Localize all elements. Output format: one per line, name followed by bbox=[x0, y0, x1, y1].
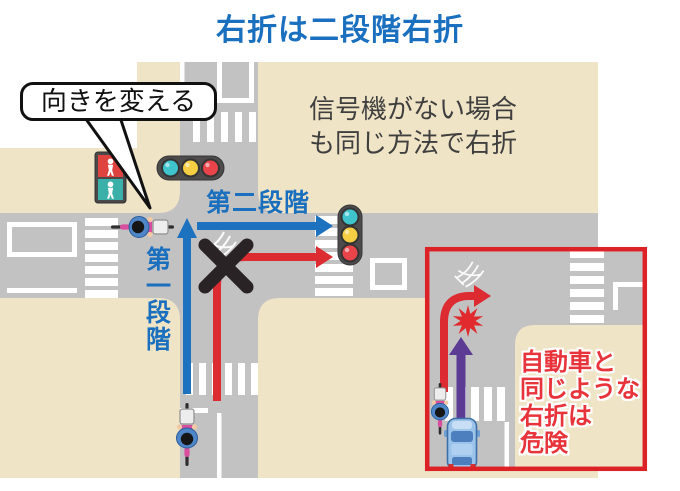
car-top-view-icon bbox=[444, 417, 480, 469]
crosswalk-right bbox=[315, 216, 353, 296]
stage2-label: 第二段階 bbox=[206, 189, 311, 217]
speech-bubble: 向きを変える bbox=[20, 82, 217, 121]
left-road-markings bbox=[7, 218, 118, 298]
stage1-label: 第一段階 bbox=[146, 246, 172, 354]
inset-warning-text: 自動車と 同じような 右折は 危険 bbox=[520, 349, 640, 457]
inset-border bbox=[424, 246, 648, 472]
page-title: 右折は二段階右折 bbox=[216, 14, 464, 47]
traffic-light-horizontal-icon bbox=[156, 155, 225, 181]
crosswalk-left bbox=[85, 218, 118, 298]
inset-danger-panel bbox=[424, 246, 648, 472]
inset-car-style-turn-arrow bbox=[440, 285, 491, 392]
crosswalk-top bbox=[193, 112, 256, 142]
collision-burst-icon bbox=[452, 305, 484, 337]
traffic-light-vertical-icon bbox=[337, 204, 363, 266]
no-signal-note: 信号機がない場合 も同じ方法で右折 bbox=[309, 94, 518, 158]
stage1-arrow bbox=[177, 218, 197, 394]
inset-crosswalk-right bbox=[570, 250, 604, 323]
x-mark-icon bbox=[198, 238, 254, 294]
right-road-markings bbox=[315, 216, 407, 296]
inset-car-arrow bbox=[449, 337, 473, 427]
stage2-arrow bbox=[197, 215, 333, 237]
roads bbox=[0, 62, 598, 478]
